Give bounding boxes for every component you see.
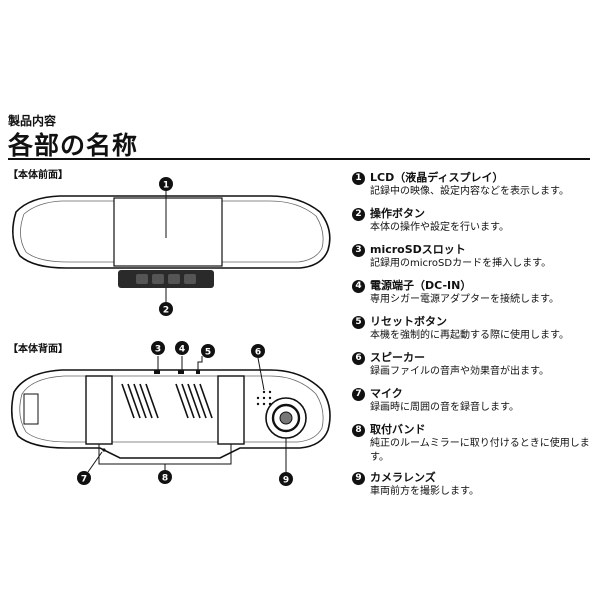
part-description: 録画時に周囲の音を録音します。 — [370, 402, 519, 413]
callout-7-number: 7 — [81, 475, 87, 485]
callout-5-number: 5 — [205, 348, 211, 358]
part-number-badge: 7 — [352, 388, 365, 401]
manual-title: 各部の名称 — [8, 131, 139, 160]
part-item-power-port: 4 電源端子（DC-IN） 専用シガー電源アダプターを接続します。 — [352, 278, 597, 314]
callout-7-marker — [77, 471, 91, 485]
part-item-lcd: 1 LCD（液晶ディスプレイ） 記録中の映像、設定内容などを表示します。 — [352, 170, 597, 206]
part-title: microSDスロット — [370, 243, 466, 256]
part-title: リセットボタン — [370, 315, 447, 328]
power-port[interactable] — [178, 370, 184, 374]
part-item-mounting-band: 8 取付バンド 純正のルームミラーに取り付けるときに使用します。 — [352, 422, 597, 470]
back-mirror-inner — [19, 375, 324, 443]
callout-2-marker — [159, 302, 173, 316]
reset-button[interactable] — [196, 370, 200, 374]
part-number-badge: 1 — [352, 172, 365, 185]
part-item-camera-lens: 9 カメラレンズ 車両前方を撮影します。 — [352, 470, 597, 506]
part-number-badge: 6 — [352, 352, 365, 365]
mounting-band-right — [217, 375, 245, 445]
leader-line — [87, 451, 103, 473]
callout-1-number: 1 — [163, 181, 169, 191]
callout-3-number: 3 — [155, 345, 161, 355]
front-mirror-inner — [20, 200, 324, 263]
button-panel — [118, 270, 214, 288]
part-description: 記録中の映像、設定内容などを表示します。 — [370, 186, 569, 197]
callout-1-marker — [159, 177, 173, 191]
part-item-operation-buttons: 2 操作ボタン 本体の操作や設定を行います。 — [352, 206, 597, 242]
part-description: 車両前方を撮影します。 — [370, 486, 479, 497]
leader-line — [257, 357, 265, 391]
mounting-band-left — [85, 375, 113, 445]
parts-list: 1 LCD（液晶ディスプレイ） 記録中の映像、設定内容などを表示します。 2 操… — [352, 170, 597, 506]
callout-9-number: 9 — [283, 476, 289, 486]
part-description: 録画ファイルの音声や効果音が出ます。 — [370, 366, 549, 377]
operation-button[interactable] — [168, 274, 180, 284]
part-title: カメラレンズ — [370, 471, 436, 484]
callout-9-marker — [279, 472, 293, 486]
lcd-screen — [113, 197, 223, 267]
part-description: 純正のルームミラーに取り付けるときに使用します。 — [370, 438, 590, 463]
part-item-microsd-slot: 3 microSDスロット 記録用のmicroSDカードを挿入します。 — [352, 242, 597, 278]
callout-6-marker — [251, 344, 265, 358]
back-view: 3 4 5 6 7 8 9 — [10, 341, 331, 486]
microphone-hole — [102, 448, 106, 452]
left-end-cap — [23, 393, 39, 425]
part-title: 取付バンド — [370, 423, 426, 436]
part-number-badge: 2 — [352, 208, 365, 221]
part-description: 専用シガー電源アダプターを接続します。 — [370, 294, 559, 305]
part-item-speaker: 6 スピーカー 録画ファイルの音声や効果音が出ます。 — [352, 350, 597, 386]
callout-8-number: 8 — [162, 474, 168, 484]
speaker-grille — [256, 390, 272, 406]
part-number-badge: 8 — [352, 424, 365, 437]
part-title: スピーカー — [370, 351, 425, 364]
callout-6-number: 6 — [255, 348, 261, 358]
front-view: 1 2 — [12, 177, 331, 316]
part-title: 操作ボタン — [370, 207, 425, 220]
operation-button[interactable] — [136, 274, 148, 284]
back-section-label: 【本体背面】 — [8, 344, 68, 355]
part-item-reset-button: 5 リセットボタン 本機を強制的に再起動する際に使用します。 — [352, 314, 597, 350]
operation-button[interactable] — [152, 274, 164, 284]
microsd-slot[interactable] — [154, 370, 160, 374]
part-item-microphone: 7 マイク 録画時に周囲の音を録音します。 — [352, 386, 597, 422]
leader-line — [98, 444, 232, 470]
callout-4-number: 4 — [179, 345, 185, 355]
part-title: LCD（液晶ディスプレイ） — [370, 171, 504, 184]
callout-4-marker — [175, 341, 189, 355]
part-description: 記録用のmicroSDカードを挿入します。 — [370, 258, 552, 269]
part-title: マイク — [370, 387, 403, 400]
camera-lens-glass — [279, 411, 293, 425]
callout-2-number: 2 — [163, 306, 169, 316]
part-title: 電源端子（DC-IN） — [370, 279, 472, 292]
callout-3-marker — [151, 341, 165, 355]
part-description: 本機を強制的に再起動する際に使用します。 — [370, 330, 569, 341]
operation-button[interactable] — [184, 274, 196, 284]
part-description: 本体の操作や設定を行います。 — [370, 222, 509, 233]
vent-slots-left — [121, 383, 159, 419]
part-number-badge: 3 — [352, 244, 365, 257]
vent-slots-right — [175, 383, 213, 419]
part-number-badge: 9 — [352, 472, 365, 485]
part-number-badge: 5 — [352, 316, 365, 329]
front-section-label: 【本体前面】 — [8, 170, 68, 181]
title-rule — [8, 158, 590, 160]
manual-subtitle: 製品内容 — [8, 114, 57, 128]
callout-8-marker — [158, 470, 172, 484]
callout-5-marker — [201, 344, 215, 358]
part-number-badge: 4 — [352, 280, 365, 293]
leader-line — [197, 356, 203, 370]
